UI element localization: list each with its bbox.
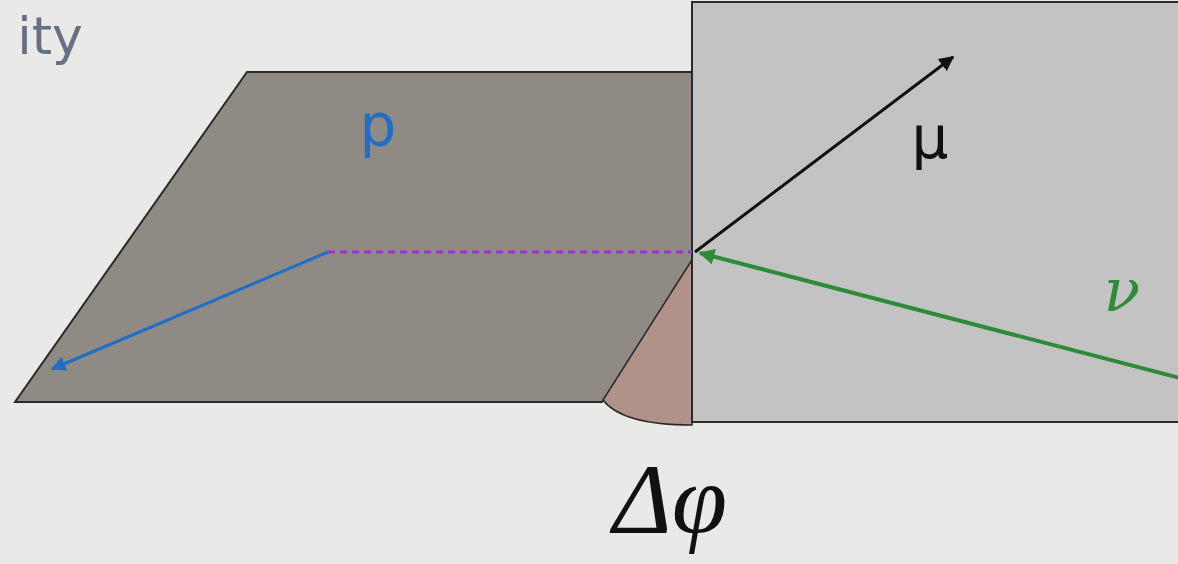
muon-arrow [695, 57, 953, 252]
neutrino-label: ν [1104, 260, 1140, 320]
muon-label: μ [912, 109, 949, 167]
proton-label: p [360, 97, 397, 155]
angle-wedge [603, 255, 695, 425]
momentum-transfer-line [328, 251, 692, 254]
proton-arrow [52, 252, 328, 369]
title-fragment: ity [17, 10, 83, 62]
angle-label: Δφ [613, 450, 727, 550]
neutrino-arrow [700, 253, 1178, 378]
lepton-plane [692, 2, 1178, 422]
